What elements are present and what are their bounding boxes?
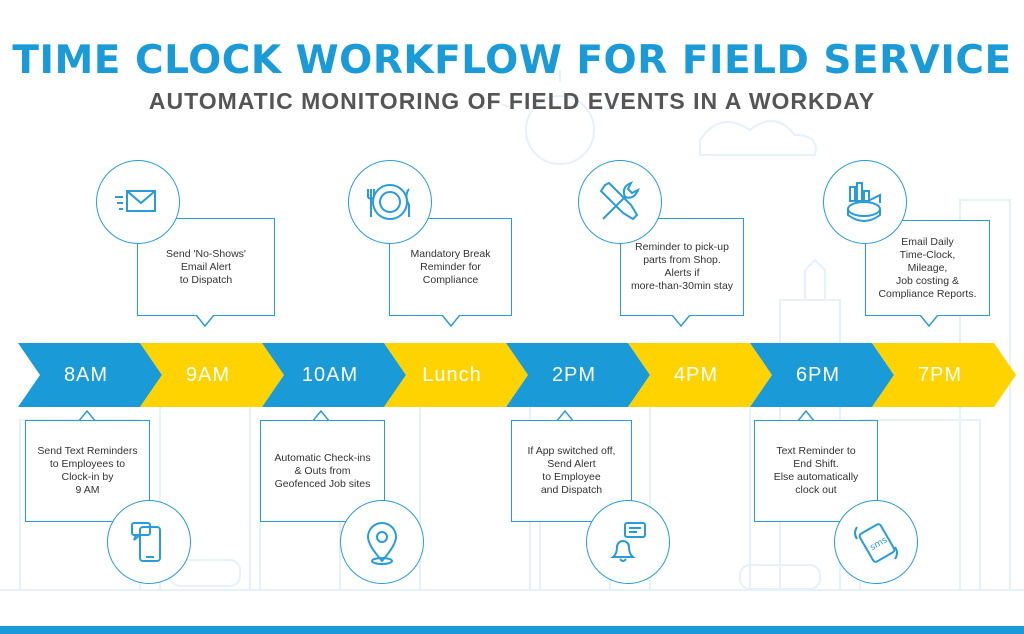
event-9am-callout: Send 'No-Shows' Email Alert to Dispatch — [137, 218, 275, 316]
timeline-label-4pm: 4PM — [673, 364, 719, 386]
timeline-arrow-6pm — [750, 343, 894, 407]
callout-pointer — [556, 410, 574, 422]
timeline-arrow-10am — [262, 343, 406, 407]
reports-chart-icon — [823, 160, 907, 244]
sms-phone-icon: sms — [834, 500, 918, 584]
callout-pointer — [78, 410, 96, 422]
mobile-message-icon — [107, 500, 191, 584]
timeline-label-6pm: 6PM — [795, 364, 841, 386]
timeline-arrow-4pm — [628, 343, 772, 407]
bell-message-icon — [586, 500, 670, 584]
svg-text:sms: sms — [869, 535, 890, 553]
callout-pointer — [920, 315, 938, 327]
page-subtitle: AUTOMATIC MONITORING OF FIELD EVENTS IN … — [148, 88, 876, 114]
timeline-label-7pm: 7PM — [917, 364, 963, 386]
plate-fork-knife-icon — [348, 160, 432, 244]
callout-pointer — [442, 315, 460, 327]
callout-pointer — [672, 315, 690, 327]
timeline-arrow-8am — [18, 343, 162, 407]
timeline-label-2pm: 2PM — [551, 364, 597, 386]
timeline-label-9am: 9AM — [185, 364, 231, 386]
timeline-label-lunch: Lunch — [422, 364, 482, 386]
tools-icon — [578, 160, 662, 244]
callout-pointer — [312, 410, 330, 422]
bottom-accent-bar — [0, 626, 1024, 634]
callout-pointer — [797, 410, 815, 422]
timeline-arrow-lunch — [384, 343, 528, 407]
timeline-arrow-2pm — [506, 343, 650, 407]
location-pin-icon — [340, 500, 424, 584]
timeline-label-8am: 8AM — [63, 364, 109, 386]
timeline-label-10am: 10AM — [301, 364, 359, 386]
page-title: TIME CLOCK WORKFLOW FOR FIELD SERVICE — [12, 38, 1012, 83]
timeline-arrow-9am — [140, 343, 284, 407]
event-6pm-callout: Text Reminder to End Shift. Else automat… — [754, 420, 878, 522]
email-icon — [96, 160, 180, 244]
callout-pointer — [196, 315, 214, 327]
timeline-arrow-7pm — [872, 343, 1016, 407]
